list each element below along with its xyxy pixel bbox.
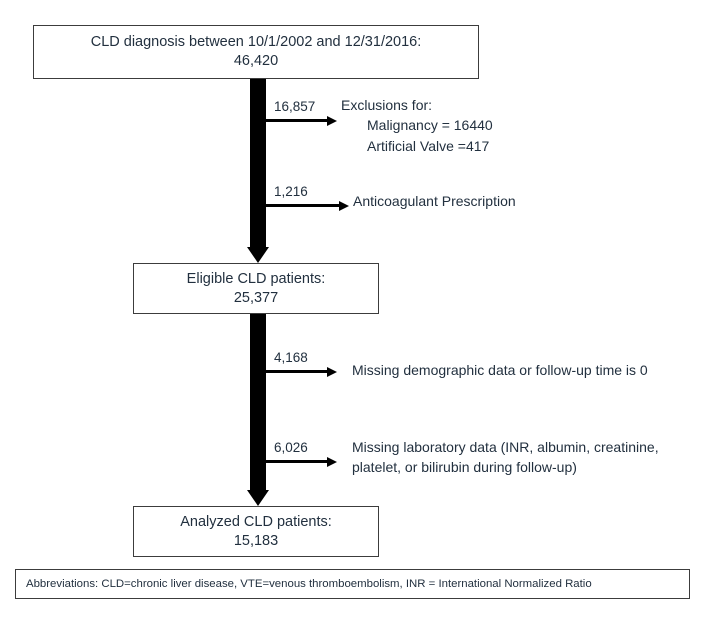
- branch-arrow-exclusions: [264, 115, 338, 126]
- branch-count-missing-laboratory: 6,026: [274, 440, 308, 455]
- arrow-shaft: [264, 370, 328, 374]
- arrow-head-down-icon: [247, 490, 269, 506]
- branch-count-anticoagulant: 1,216: [274, 184, 308, 199]
- arrow-head-right-icon: [339, 200, 349, 211]
- branch-label-line: platelet, or bilirubin during follow-up): [352, 459, 577, 476]
- node-title: CLD diagnosis between 10/1/2002 and 12/3…: [90, 34, 422, 51]
- arrow-shaft: [264, 460, 328, 464]
- arrow-head-right-icon: [327, 366, 337, 377]
- node-box-cld-diagnosis: CLD diagnosis between 10/1/2002 and 12/3…: [33, 25, 479, 79]
- branch-label-anticoagulant: Anticoagulant Prescription: [353, 191, 516, 211]
- branch-label-line: Anticoagulant Prescription: [353, 193, 516, 209]
- node-count: 25,377: [233, 289, 279, 306]
- branch-label-line: Missing laboratory data (INR, albumin, c…: [352, 439, 659, 455]
- branch-label-line: Missing demographic data or follow-up ti…: [352, 362, 648, 378]
- node-count: 46,420: [233, 53, 279, 69]
- branch-count-missing-demographic: 4,168: [274, 350, 308, 365]
- arrow-head-down-icon: [247, 247, 269, 263]
- node-title: Analyzed CLD patients:: [180, 513, 332, 530]
- branch-label-exclusions: Exclusions for: Malignancy = 16440 Artif…: [341, 95, 493, 156]
- node-box-eligible-patients: Eligible CLD patients: 25,377: [133, 263, 379, 314]
- branch-label-line: Exclusions for:: [341, 97, 433, 113]
- branch-arrow-missing-laboratory: [264, 456, 338, 467]
- trunk-arrow-down-upper: [247, 79, 269, 263]
- arrow-shaft: [250, 314, 266, 490]
- node-box-analyzed-patients: Analyzed CLD patients: 15,183: [133, 506, 379, 557]
- branch-label-line: Artificial Valve =417: [367, 137, 490, 154]
- arrow-shaft: [264, 119, 328, 123]
- arrow-head-right-icon: [327, 456, 337, 467]
- trunk-arrow-down-lower: [247, 314, 269, 506]
- arrow-shaft: [264, 204, 340, 208]
- branch-arrow-anticoagulant: [264, 200, 350, 211]
- arrow-shaft: [250, 79, 266, 247]
- arrow-head-right-icon: [327, 115, 337, 126]
- abbreviations-text: Abbreviations: CLD=chronic liver disease…: [26, 578, 592, 590]
- branch-label-line: Malignancy = 16440: [367, 117, 493, 134]
- node-title: Eligible CLD patients:: [186, 270, 326, 287]
- branch-label-missing-demographic: Missing demographic data or follow-up ti…: [352, 360, 648, 380]
- branch-label-missing-laboratory: Missing laboratory data (INR, albumin, c…: [352, 437, 659, 478]
- branch-count-exclusions: 16,857: [274, 99, 316, 114]
- node-count: 15,183: [233, 532, 279, 549]
- abbreviations-box: Abbreviations: CLD=chronic liver disease…: [15, 569, 690, 599]
- branch-arrow-missing-demographic: [264, 366, 338, 377]
